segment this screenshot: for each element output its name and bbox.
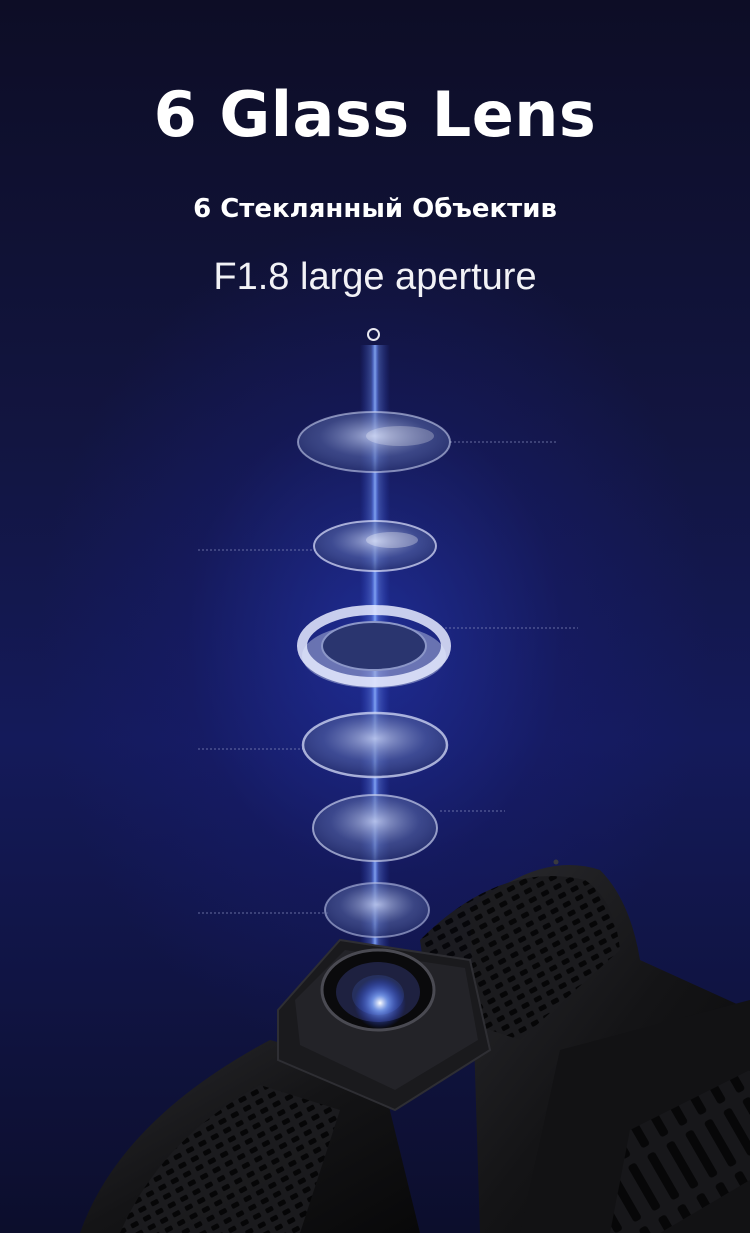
lens-flare: [354, 977, 406, 1029]
page-subtitle: 6 Стеклянный Объектив: [193, 194, 557, 224]
callout-lines: [198, 441, 578, 914]
lens-element-5: [312, 794, 438, 862]
lens-element-6: [324, 882, 430, 938]
page-title: 6 Glass Lens: [153, 78, 597, 151]
lens-element-3: [297, 605, 451, 688]
aperture-ring-icon: [367, 328, 380, 341]
lens-element-4: [301, 711, 449, 779]
aperture-spec: F1.8 large aperture: [213, 256, 537, 298]
lens-element-2: [313, 520, 437, 572]
dash-camera-body: [80, 859, 750, 1233]
lens-element-1: [297, 411, 451, 473]
